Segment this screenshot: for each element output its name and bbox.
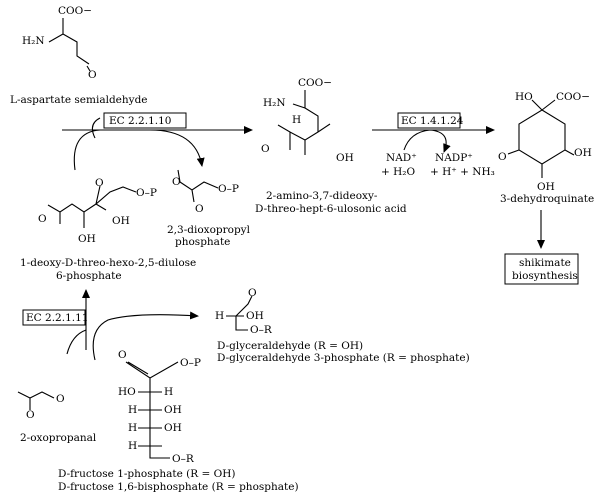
glyceraldehyde-name-line2: D-glyceraldehyde 3-phosphate (R = phosph…	[217, 352, 470, 364]
fructose-ho-label: HO	[118, 386, 136, 398]
fructose-oh2-label: OH	[164, 422, 182, 434]
amino-acid-h-label: H	[292, 114, 301, 126]
amino-acid-name-line1: 2-amino-3,7-dideoxy-	[266, 190, 378, 202]
ec-box-right	[397, 112, 461, 129]
fructose-h3-label: H	[128, 422, 137, 434]
reaction-ec-2-2-1-10: EC 2.2.1.10	[62, 112, 253, 171]
aspartate-coo-label: COO−	[58, 5, 92, 17]
dioxopropyl-o-bottom-label: O	[195, 203, 204, 215]
fructose-name-line1: D-fructose 1-phosphate (R = OH)	[58, 468, 235, 480]
dioxopropyl-name-line1: 2,3-dioxopropyl	[167, 224, 251, 236]
fructose-oh1-label: OH	[164, 404, 182, 416]
cofactor-curve	[403, 129, 451, 153]
diulose-o-top-label: O	[95, 177, 104, 189]
oxopropanal-input-curve	[66, 329, 87, 355]
fructose-o-top-label: O	[118, 349, 127, 361]
diulose-input-curve	[73, 129, 101, 171]
shikimate-box	[504, 253, 579, 285]
aspartate-to-reaction-curve	[91, 117, 101, 139]
diulose-oh-bottom-label: OH	[78, 233, 96, 245]
aspartate-name: L-aspartate semialdehyde	[10, 94, 148, 106]
cofactor-nad: NAD⁺	[386, 152, 417, 164]
cofactor-h2o: + H₂O	[381, 166, 416, 178]
oxopropanal-o-right-label: O	[56, 393, 65, 405]
diulose-oh-right-label: OH	[112, 215, 130, 227]
dehydroquinate-ho-label: HO	[515, 91, 533, 103]
oxopropanal-o-bottom-label: O	[26, 409, 35, 421]
aspartate-semialdehyde-structure: COO− H₂N O L-aspartate semialdehyde	[10, 5, 148, 106]
amino-acid-o-label: O	[261, 143, 270, 155]
glyceraldehyde-o-label: O	[248, 287, 257, 299]
diulose-name-line2: 6-phosphate	[56, 270, 122, 282]
ec-box-bottom	[22, 309, 86, 326]
glyceraldehyde-oh-label: OH	[246, 310, 264, 322]
amino-acid-name-line2: D-threo-hept-6-ulosonic acid	[255, 203, 407, 215]
dehydroquinate-name: 3-dehydroquinate	[500, 193, 594, 205]
reaction-ec-1-4-1-24: EC 1.4.1.24 NAD⁺ + H₂O NADP⁺ + H⁺ + NH₃	[372, 112, 495, 178]
dehydroquinate-o-label: O	[498, 151, 507, 163]
fructose-o-p-label: O–P	[180, 357, 201, 369]
ec-label-right: EC 1.4.1.24	[401, 115, 464, 127]
ec-label-top: EC 2.2.1.10	[109, 115, 171, 127]
amino-acid-oh-label: OH	[336, 152, 354, 164]
to-glyceraldehyde-curve	[92, 311, 199, 361]
dioxopropyl-o-p-label: O–P	[218, 183, 239, 195]
dioxopropyl-o-top-label: O	[172, 176, 181, 188]
oxopropanal-name: 2-oxopropanal	[20, 432, 97, 444]
glyceraldehyde-or-label: O–R	[250, 324, 273, 336]
diulose-o-p-label: O–P	[136, 187, 157, 199]
aspartate-o-label: O	[88, 69, 97, 81]
cofactor-products: + H⁺ + NH₃	[430, 166, 495, 178]
dehydroquinate-coo-label: COO−	[556, 91, 590, 103]
shikimate-line2: biosynthesis	[512, 270, 578, 282]
fructose-or-label: O–R	[172, 453, 195, 465]
fructose-h4-label: H	[128, 440, 137, 452]
ec-box-top	[103, 112, 187, 129]
reaction-ec-2-2-1-11: EC 2.2.1.11	[22, 289, 199, 361]
amino-acid-h2n-label: H₂N	[263, 97, 286, 109]
shikimate-outcome: shikimate biosynthesis	[504, 210, 579, 285]
dioxopropyl-structure: O O–P O 2,3-dioxopropyl phosphate	[167, 169, 251, 248]
diulose-name-line1: 1-deoxy-D-threo-hexo-2,5-diulose	[20, 257, 196, 269]
dehydroquinate-oh-bottom-label: OH	[537, 181, 555, 193]
aspartate-h2n-label: H₂N	[22, 35, 45, 47]
cofactor-nadp: NADP⁺	[435, 152, 473, 164]
diulose-o-left-label: O	[38, 213, 47, 225]
fructose-structure: O O–P HO H H OH H OH H O–R D-fructose 1-…	[58, 349, 299, 493]
glyceraldehyde-structure: O H OH O–R D-glyceraldehyde (R = OH) D-g…	[215, 287, 470, 364]
fructose-h2-label: H	[128, 404, 137, 416]
diulose-structure: O O–P O OH OH 1-deoxy-D-threo-hexo-2,5-d…	[20, 177, 196, 282]
glyceraldehyde-name-line1: D-glyceraldehyde (R = OH)	[217, 340, 363, 352]
glyceraldehyde-h-label: H	[215, 310, 224, 322]
amino-acid-coo-label: COO−	[298, 77, 332, 89]
amino-acid-structure: COO− H₂N H O OH 2-amino-3,7-dideoxy- D-t…	[255, 77, 407, 215]
fructose-h1-label: H	[164, 386, 173, 398]
dehydroquinate-oh-right-label: OH	[574, 147, 592, 159]
dioxopropyl-output-curve	[149, 129, 205, 167]
oxopropanal-structure: O O 2-oxopropanal	[17, 391, 97, 444]
dioxopropyl-name-line2: phosphate	[175, 236, 230, 248]
ec-label-bottom: EC 2.2.1.11	[26, 312, 88, 324]
fructose-name-line2: D-fructose 1,6-bisphosphate (R = phospha…	[58, 481, 299, 493]
shikimate-line1: shikimate	[519, 257, 571, 269]
dehydroquinate-structure: HO COO− O OH OH 3-dehydroquinate	[498, 91, 594, 205]
